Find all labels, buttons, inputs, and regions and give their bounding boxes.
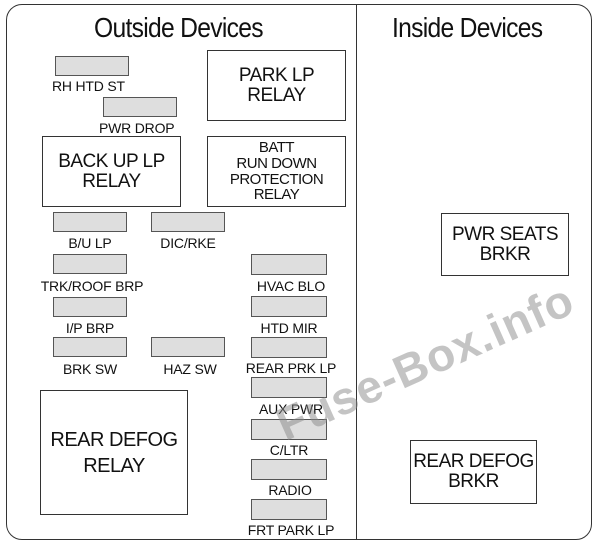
outside-devices-title: Outside Devices — [94, 12, 264, 43]
fuse-aux-pwr — [251, 377, 327, 398]
fuse-haz-sw-label: HAZ SW — [163, 361, 217, 377]
back-up-lp-relay-label: BACK UP LP RELAY — [58, 150, 165, 192]
back-up-lp-relay: BACK UP LP RELAY — [42, 136, 181, 207]
fuse-dic-rke-label: DIC/RKE — [160, 235, 216, 251]
fuse-radio-label: RADIO — [268, 482, 312, 498]
fuse-radio — [251, 459, 327, 480]
fuse-aux-pwr-label: AUX PWR — [259, 401, 323, 417]
pwr-seats-brkr-label: PWR SEATS BRKR — [452, 223, 559, 265]
fuse-c-ltr — [251, 419, 327, 440]
rear-defog-brkr-label: REAR DEFOG BRKR — [413, 451, 534, 492]
fuse-rear-prk-lp-label: REAR PRK LP — [245, 360, 337, 376]
park-lp-relay: PARK LP RELAY — [207, 50, 346, 121]
rear-defog-relay-label: REAR DEFOG RELAY — [50, 428, 178, 477]
fuse-brk-sw — [53, 337, 127, 357]
fuse-frt-park-lp-label: FRT PARK LP — [247, 522, 335, 538]
fuse-hvac-blo — [251, 254, 327, 275]
fuse-rear-prk-lp — [251, 337, 327, 358]
rear-defog-brkr: REAR DEFOG BRKR — [410, 440, 537, 504]
fuse-frt-park-lp — [251, 499, 327, 520]
fuse-rh-htd-st-label: RH HTD ST — [52, 78, 125, 94]
park-lp-relay-label: PARK LP RELAY — [238, 64, 315, 106]
fuse-ip-brp — [53, 297, 127, 317]
fuse-c-ltr-label: C/LTR — [269, 442, 309, 458]
pwr-seats-brkr: PWR SEATS BRKR — [441, 213, 569, 276]
fuse-trk-roof-brp-label: TRK/ROOF BRP — [40, 278, 144, 294]
batt-run-down-protection-relay: BATT RUN DOWN PROTECTION RELAY — [207, 136, 346, 207]
fuse-bu-lp-label: B/U LP — [68, 235, 112, 251]
rear-defog-relay: REAR DEFOG RELAY — [40, 390, 188, 515]
fuse-htd-mir-label: HTD MIR — [260, 320, 318, 336]
fuse-haz-sw — [151, 337, 225, 357]
fuse-pwr-drop — [103, 97, 177, 117]
section-divider — [356, 5, 357, 539]
fuse-dic-rke — [151, 212, 225, 232]
fuse-ip-brp-label: I/P BRP — [65, 320, 115, 336]
inside-devices-title: Inside Devices — [392, 12, 543, 43]
fuse-pwr-drop-label: PWR DROP — [99, 120, 175, 136]
fuse-htd-mir — [251, 296, 327, 317]
fuse-brk-sw-label: BRK SW — [62, 361, 118, 377]
fuse-hvac-blo-label: HVAC BLO — [256, 278, 326, 294]
fuse-rh-htd-st — [55, 56, 129, 76]
batt-run-down-protection-relay-label: BATT RUN DOWN PROTECTION RELAY — [229, 139, 324, 204]
fuse-bu-lp — [53, 212, 127, 232]
fuse-trk-roof-brp — [53, 254, 127, 274]
